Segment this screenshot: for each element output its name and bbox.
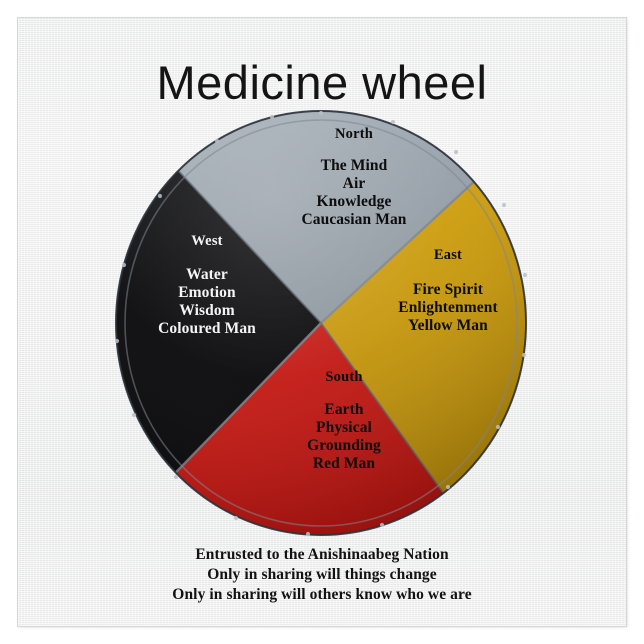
footer-line: Only in sharing will others know who we …: [172, 585, 472, 603]
wheel-gloss: [116, 111, 526, 535]
poster: Medicine wheel: [18, 18, 626, 626]
medicine-wheel-diagram: North The Mind Air Knowledge Caucasian M…: [112, 105, 530, 539]
footer-text: Entrusted to the Anishinaabeg Nation Onl…: [18, 545, 626, 604]
footer-line: Entrusted to the Anishinaabeg Nation: [195, 546, 449, 563]
wheel-rivets: [114, 110, 528, 537]
page-title: Medicine wheel: [156, 56, 488, 110]
wheel-inner-edge: [124, 119, 518, 527]
wheel-quadrants: [116, 111, 526, 535]
footer-line: Only in sharing will things change: [207, 565, 437, 583]
medicine-wheel-svg: [114, 110, 528, 537]
